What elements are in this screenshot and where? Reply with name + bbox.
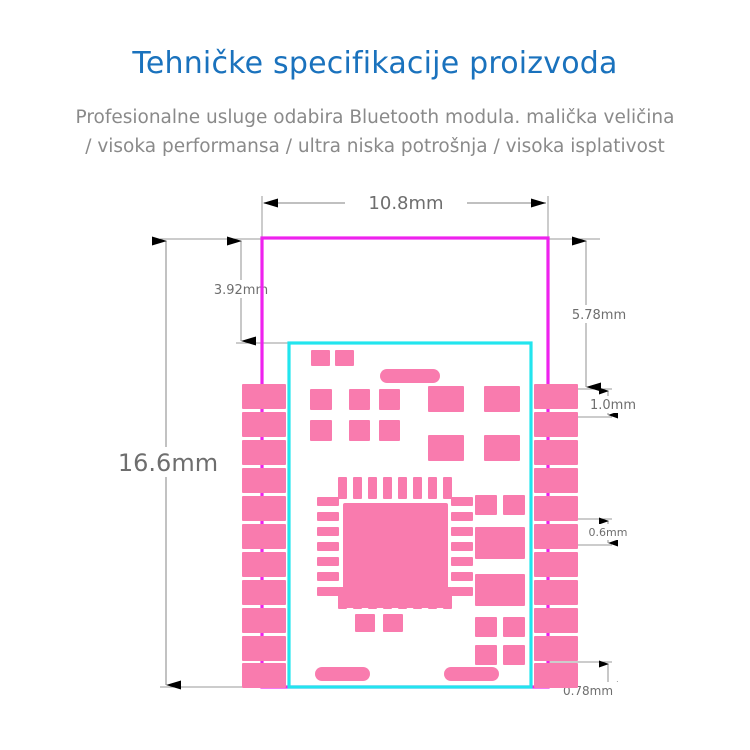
dim-keepout-label: 3.92mm xyxy=(214,283,268,298)
subtitle-line-1: Profesionalne usluge odabira Bluetooth m… xyxy=(75,107,675,128)
dim-height-16-6mm: 16.6mm xyxy=(112,236,224,690)
right-component-cluster-upper xyxy=(428,386,520,461)
inner-shield-outline xyxy=(287,341,533,689)
dim-keepout-3-92mm: 3.92mm xyxy=(203,236,279,346)
dim-width-label: 10.8mm xyxy=(368,193,443,214)
qfn-chip xyxy=(317,477,473,609)
top-small-pads xyxy=(311,350,354,366)
dim-pad-gap-label: 0.6mm xyxy=(589,526,628,539)
antenna-feed-pad xyxy=(380,369,440,383)
dim-pad-gap-0-6mm: 0.6mm xyxy=(582,517,636,547)
qfn-chip-body xyxy=(343,503,448,608)
left-component-cluster xyxy=(310,389,400,441)
subtitle-line-2: / visoka performansa / ultra niska potro… xyxy=(85,135,665,157)
dim-top-offset-5-78mm: 5.78mm xyxy=(562,236,636,392)
page-subtitle: Profesionalne usluge odabira Bluetooth m… xyxy=(25,82,725,161)
right-component-cluster-lower xyxy=(475,495,525,665)
dim-width-10-8mm: 10.8mm xyxy=(263,192,546,214)
dim-height-label: 16.6mm xyxy=(118,449,218,477)
below-chip-pads xyxy=(355,614,403,632)
page-title: Tehničke specifikacije proizvoda xyxy=(132,46,618,81)
dim-pad-pitch-label: 1.0mm xyxy=(590,398,636,413)
castellated-pads-left xyxy=(242,384,286,688)
header: Tehničke specifikacije proizvoda Profesi… xyxy=(0,0,750,161)
dim-pad-pitch-1-0mm: 1.0mm xyxy=(582,387,644,419)
bottom-rounded-pads xyxy=(315,667,499,681)
qfn-pins-top xyxy=(338,477,452,499)
dim-top-offset-label: 5.78mm xyxy=(572,308,626,323)
castellated-pads-right xyxy=(534,384,578,688)
qfn-pins-right xyxy=(451,497,473,596)
qfn-pins-left xyxy=(317,497,339,596)
